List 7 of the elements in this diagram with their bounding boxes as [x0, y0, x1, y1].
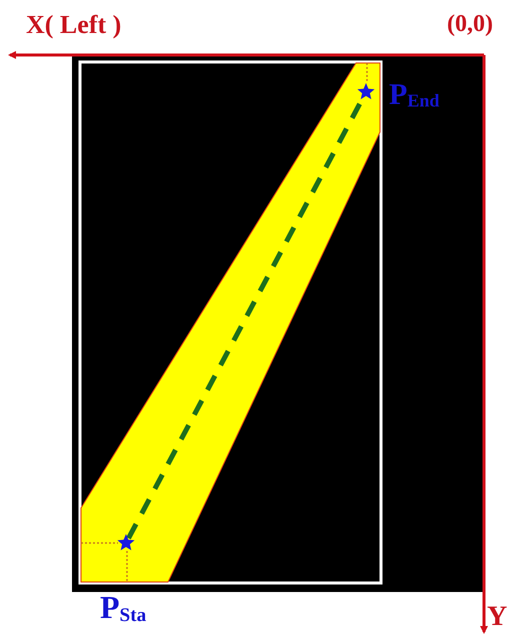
point-label: P$_{End}$ — [389, 80, 440, 110]
point-label: P$_{Sta}$ — [100, 591, 146, 626]
axis-label: Y — [487, 603, 508, 631]
point-marker — [357, 83, 375, 100]
point-marker — [117, 534, 135, 550]
origin-label: (0,0) — [447, 12, 493, 36]
axis-label: X( Left ) — [26, 12, 122, 38]
